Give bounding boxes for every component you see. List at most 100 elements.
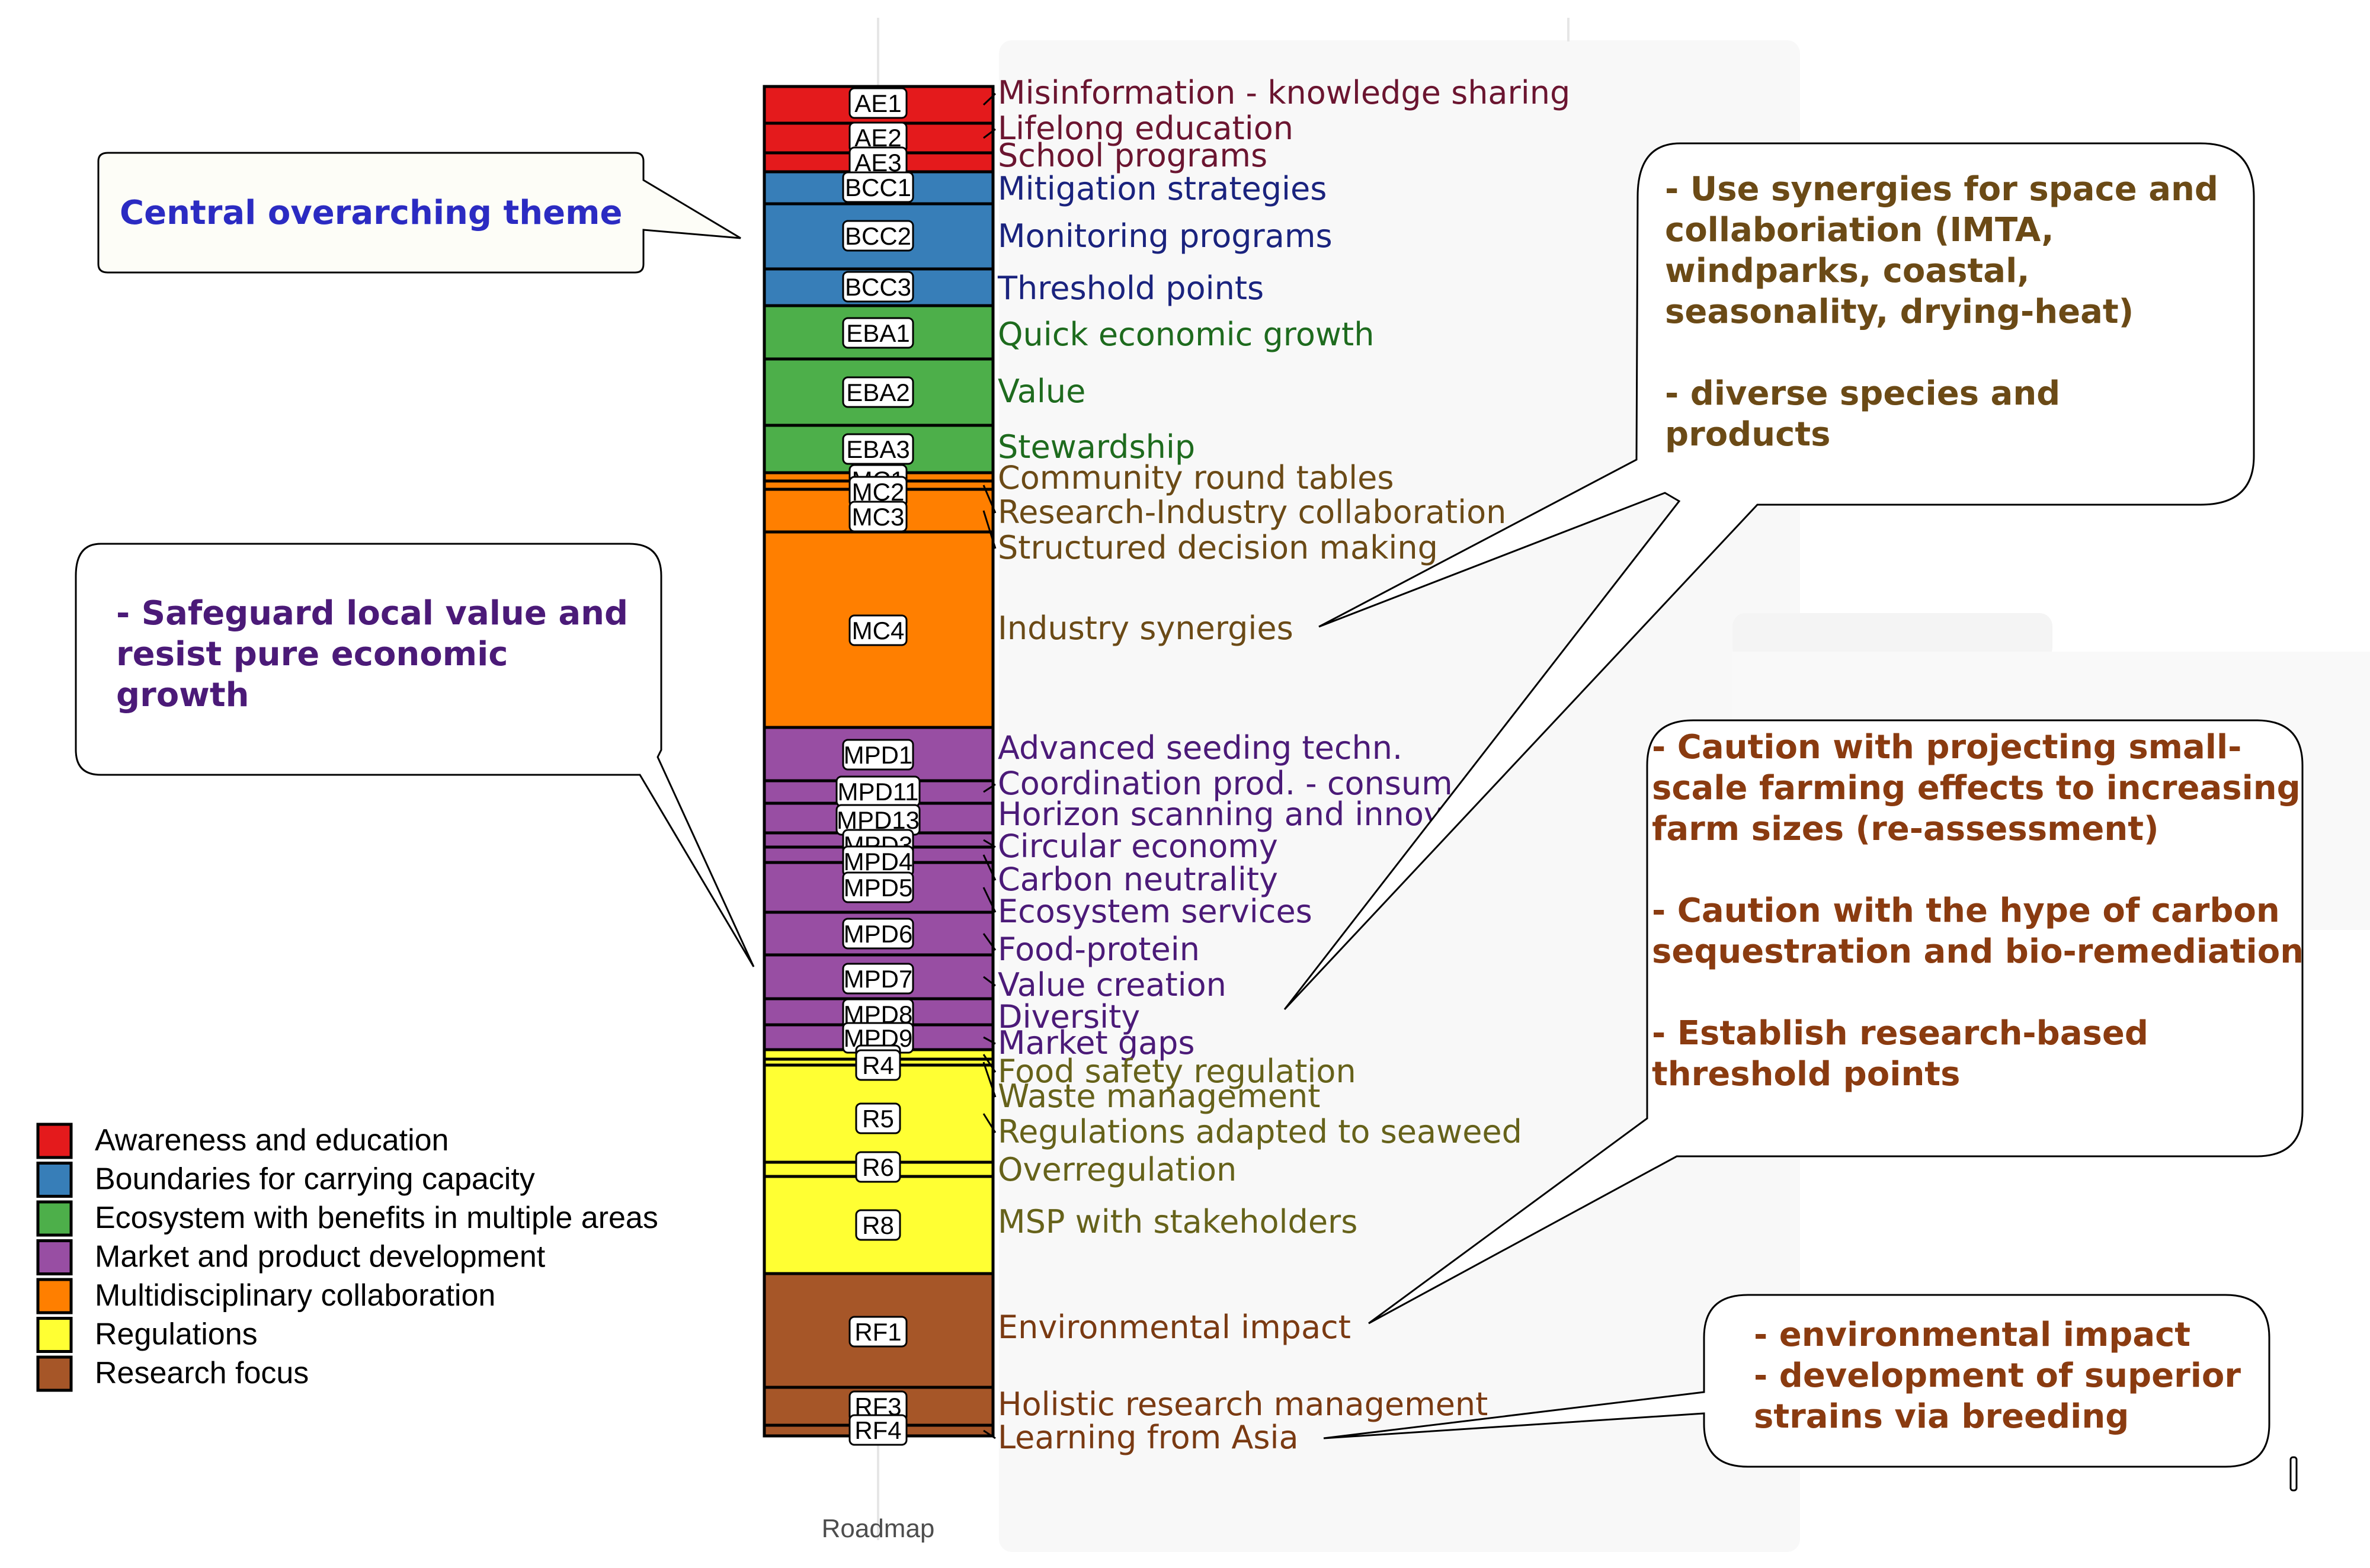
segment-label-r1: Food safety regulation (998, 1053, 1356, 1090)
code-tag-box (848, 1316, 908, 1348)
segment-label-mc1: Community round tables (998, 459, 1394, 496)
callout-environmental-text: - environmental impact (1754, 1316, 2190, 1354)
callout-caution-text: scale farming effects to increasing (1652, 769, 2301, 807)
legend-label: Research focus (95, 1356, 309, 1390)
label-connector (982, 485, 997, 514)
code-tag-box (842, 871, 914, 903)
segment-label-r6: Overregulation (998, 1151, 1237, 1188)
legend-label: Multidisciplinary collaboration (95, 1278, 495, 1313)
small-handle (2289, 1456, 2298, 1492)
callout-synergies-text: collaboriation (IMTA, (1665, 211, 2054, 249)
segment-label-mpd1: Advanced seeding techn. (998, 729, 1402, 767)
callout-central-text: Central overarching theme (120, 194, 622, 232)
code-tag-rf1: RF1 (848, 1316, 908, 1348)
code-tag-mpd7: MPD7 (842, 963, 914, 995)
code-tag-text: EBA2 (846, 379, 909, 406)
segment-label-mc4: Industry synergies (998, 610, 1293, 647)
callout-caution-text: - Caution with projecting small- (1652, 728, 2241, 767)
segment-label-ae1: Misinformation - knowledge sharing (998, 74, 1570, 111)
segment-label-ae3: School programs (998, 137, 1267, 174)
legend-label: Regulations (95, 1317, 258, 1352)
label-connector (982, 933, 997, 951)
segment-label-r4: Waste management (998, 1078, 1320, 1115)
code-tag-box (842, 171, 914, 203)
callout-caution-text: farm sizes (re-assessment) (1652, 810, 2159, 848)
code-tag-mpd6: MPD6 (842, 918, 914, 950)
code-tag-box (842, 433, 914, 465)
segment-label-eba1: Quick economic growth (998, 316, 1374, 353)
code-tag-text: MC3 (852, 503, 905, 531)
callout-environmental-text: - development of superior (1754, 1357, 2241, 1395)
callout-safeguard-text: - Safeguard local value and (116, 594, 628, 633)
label-connector (982, 510, 997, 549)
segment-label-rf4: Learning from Asia (998, 1419, 1299, 1456)
callout-caution-text: - Establish research-based (1652, 1014, 2148, 1053)
legend-swatch (36, 1162, 73, 1198)
segment-label-mc2: Research-Industry collaboration (998, 493, 1506, 531)
label-connector (982, 854, 997, 881)
code-tag-eba1: EBA1 (842, 317, 914, 349)
code-tag-text: RF1 (854, 1318, 901, 1346)
code-tag-r5: R5 (855, 1102, 901, 1134)
callout-environmental-text: strains via breeding (1754, 1397, 2129, 1436)
code-tag-box (855, 1151, 901, 1183)
label-connector (983, 783, 996, 793)
legend-swatch (36, 1317, 73, 1353)
code-tag-mc4: MC4 (848, 614, 908, 646)
segment-label-r5: Regulations adapted to seaweed (998, 1113, 1522, 1150)
legend-label: Ecosystem with benefits in multiple area… (95, 1201, 658, 1235)
segment-label-mpd6: Food-protein (998, 931, 1200, 968)
segment-label-mpd9: Market gaps (998, 1024, 1195, 1062)
code-tag-box (848, 1414, 908, 1446)
segment-label-rf3: Holistic research management (998, 1386, 1488, 1423)
callout-synergies-text: products (1665, 415, 1830, 454)
code-tag-text: BCC2 (845, 222, 911, 250)
code-tag-text: EBA3 (846, 435, 909, 463)
segment-label-bcc1: Mitigation strategies (998, 170, 1327, 207)
label-connector (982, 92, 997, 106)
code-tag-text: AE1 (854, 89, 901, 117)
label-connector (983, 1036, 996, 1045)
label-connector (982, 1113, 997, 1133)
segment-label-mc3: Structured decision making (998, 529, 1438, 566)
code-tag-bcc2: BCC2 (842, 220, 914, 252)
code-tag-ae1: AE1 (848, 87, 908, 119)
callout-synergies-text: - diverse species and (1665, 374, 2060, 413)
callout-safeguard-bubble (75, 543, 755, 967)
code-tag-box (842, 376, 914, 408)
code-tag-text: MPD11 (838, 778, 919, 806)
callout-caution-text: sequestration and bio-remediation (1652, 932, 2304, 971)
code-tag-box (848, 614, 908, 646)
code-tag-box (842, 271, 914, 303)
callout-synergies-text: seasonality, drying-heat) (1665, 293, 2134, 331)
legend-label: Market and product development (95, 1240, 546, 1274)
code-tag-eba3: EBA3 (842, 433, 914, 465)
legend-label: Awareness and education (95, 1123, 449, 1157)
code-tag-text: R8 (862, 1211, 894, 1239)
code-tag-rf4: RF4 (848, 1414, 908, 1446)
segment-label-eba3: Stewardship (998, 428, 1195, 466)
code-tag-r6: R6 (855, 1151, 901, 1183)
legend-swatch (36, 1123, 73, 1159)
legend-label: Boundaries for carrying capacity (95, 1162, 535, 1197)
faint-panel (1732, 613, 2052, 660)
code-tag-r8: R8 (855, 1209, 901, 1241)
segment-label-mpd8: Diversity (998, 998, 1140, 1035)
label-connector (983, 976, 996, 987)
label-connector (983, 1429, 996, 1439)
legend-swatch (36, 1355, 73, 1392)
segment-label-mpd3: Circular economy (998, 828, 1278, 865)
code-tag-text: MPD5 (844, 874, 913, 902)
callout-synergies-text: - Use synergies for space and (1665, 170, 2218, 209)
code-tag-bcc3: BCC3 (842, 271, 914, 303)
code-tag-text: MPD7 (844, 965, 913, 993)
label-connector (983, 839, 996, 848)
code-tag-box (855, 1102, 901, 1134)
segment-label-rf1: Environmental impact (998, 1309, 1351, 1346)
code-tag-box (842, 317, 914, 349)
callout-safeguard-text: resist pure economic (116, 635, 508, 674)
code-tag-text: R4 (862, 1051, 894, 1079)
code-tag-bcc1: BCC1 (842, 171, 914, 203)
